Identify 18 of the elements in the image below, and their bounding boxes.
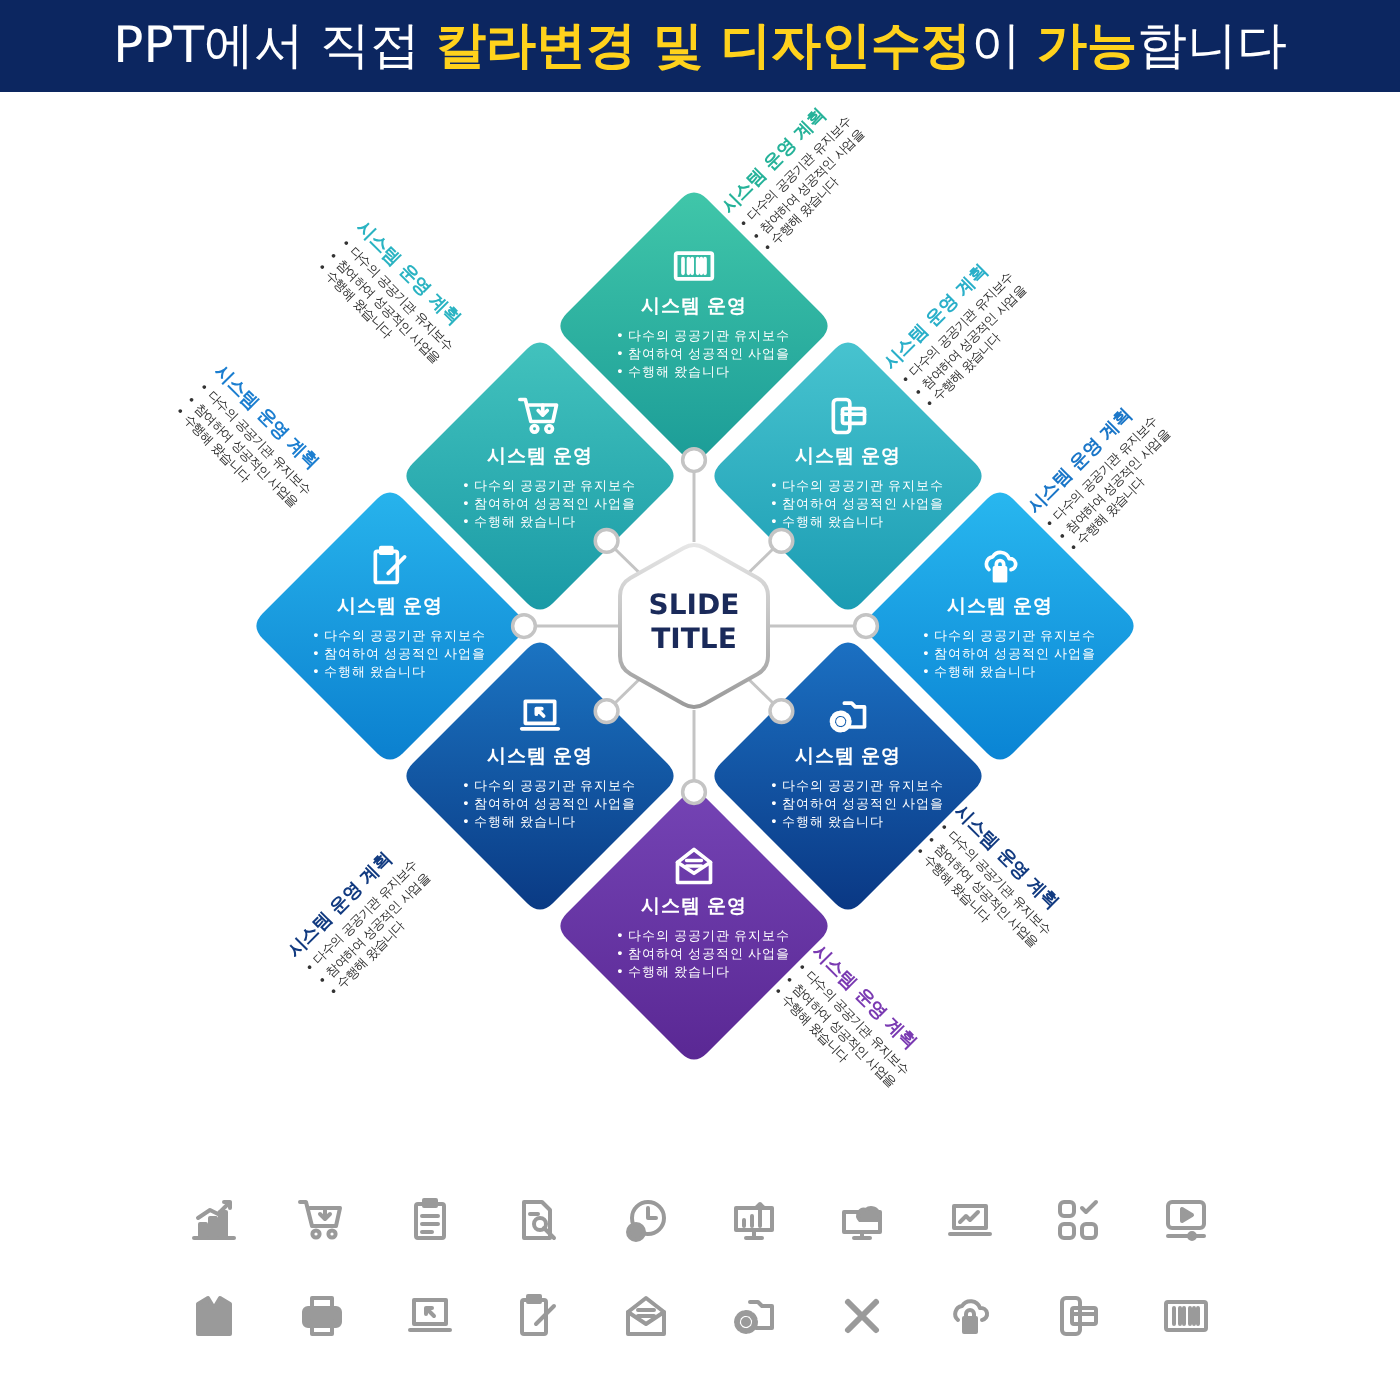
- node-heading: 시스템 운영: [944, 596, 1056, 620]
- connector-line: [747, 527, 795, 575]
- center-title: SLIDE TITLE: [646, 590, 742, 658]
- connector-line: [747, 677, 795, 725]
- node-heading: 시스템 운영: [638, 296, 750, 320]
- connector-line: [680, 710, 708, 806]
- connector-line: [593, 527, 641, 575]
- node-heading: 시스템 운영: [792, 746, 904, 770]
- node-heading: 시스템 운영: [792, 446, 904, 470]
- connector-line: [768, 612, 880, 640]
- node-heading: 시스템 운영: [334, 596, 446, 620]
- node-heading: 시스템 운영: [484, 446, 596, 470]
- title: PPT에서 직접 칼라변경 및 디자인수정이 가능합니다: [0, 0, 1400, 92]
- connector-line: [680, 446, 708, 542]
- connector-line: [593, 677, 641, 725]
- node-heading: 시스템 운영: [484, 746, 596, 770]
- connector-line: [510, 612, 620, 640]
- node-heading: 시스템 운영: [638, 896, 750, 920]
